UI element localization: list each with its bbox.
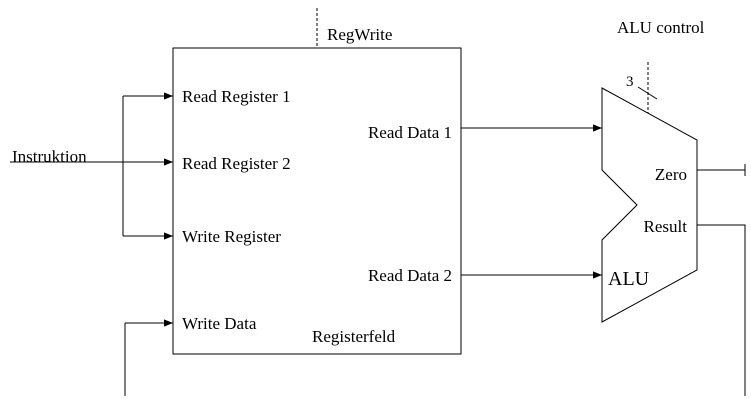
read-register-1-label: Read Register 1 (182, 87, 291, 106)
write-register-label: Write Register (182, 227, 281, 246)
register-file-block (172, 47, 462, 355)
alu-control-label: ALU control (617, 18, 705, 37)
regwrite-label: RegWrite (327, 25, 392, 44)
alu-control-bus-slash (637, 86, 658, 100)
alu-block (601, 87, 698, 323)
alu-control-width-label: 3 (626, 74, 634, 90)
result-output-wire (697, 224, 746, 396)
read-data-1-label: Read Data 1 (368, 123, 452, 142)
read-register-2-label: Read Register 2 (182, 154, 291, 173)
read-data-2-label: Read Data 2 (368, 266, 452, 285)
register-file-name-label: Registerfeld (312, 327, 396, 346)
write-data-label: Write Data (182, 314, 257, 333)
result-output-label: Result (644, 217, 688, 236)
alu-name-label: ALU (608, 268, 650, 290)
instruction-label: Instruktion (12, 147, 87, 166)
zero-output-label: Zero (655, 165, 687, 184)
